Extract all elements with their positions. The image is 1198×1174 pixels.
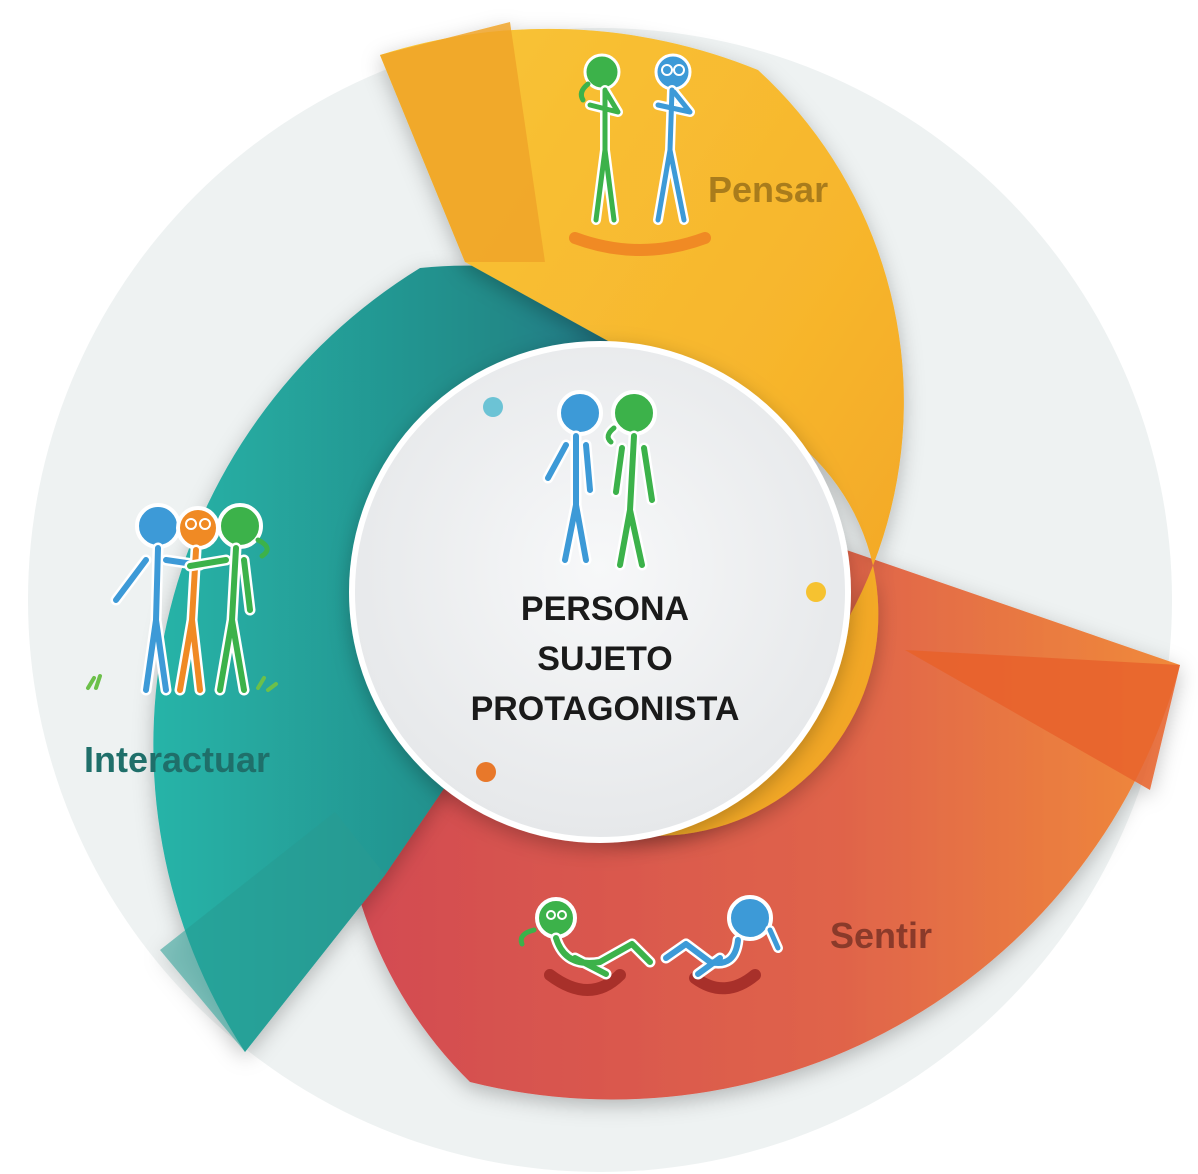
center-title-line-3: PROTAGONISTA — [471, 690, 740, 728]
segment-label-interactuar: Interactuar — [84, 739, 270, 780]
segment-pensar — [380, 22, 904, 836]
two-people-thinking-icon — [569, 53, 711, 256]
center-disc — [349, 341, 851, 843]
three-people-embracing-icon — [86, 503, 278, 696]
segment-label-pensar: Pensar — [708, 169, 828, 210]
dot-orange — [476, 762, 496, 782]
dot-teal — [483, 397, 503, 417]
dot-yellow — [806, 582, 826, 602]
center-title-line-2: SUJETO — [537, 640, 672, 678]
center-two-people-icon — [542, 390, 658, 571]
segment-label-sentir: Sentir — [830, 915, 932, 956]
center-title-line-1: PERSONA — [521, 590, 689, 628]
two-people-reclining-icon — [518, 895, 783, 996]
